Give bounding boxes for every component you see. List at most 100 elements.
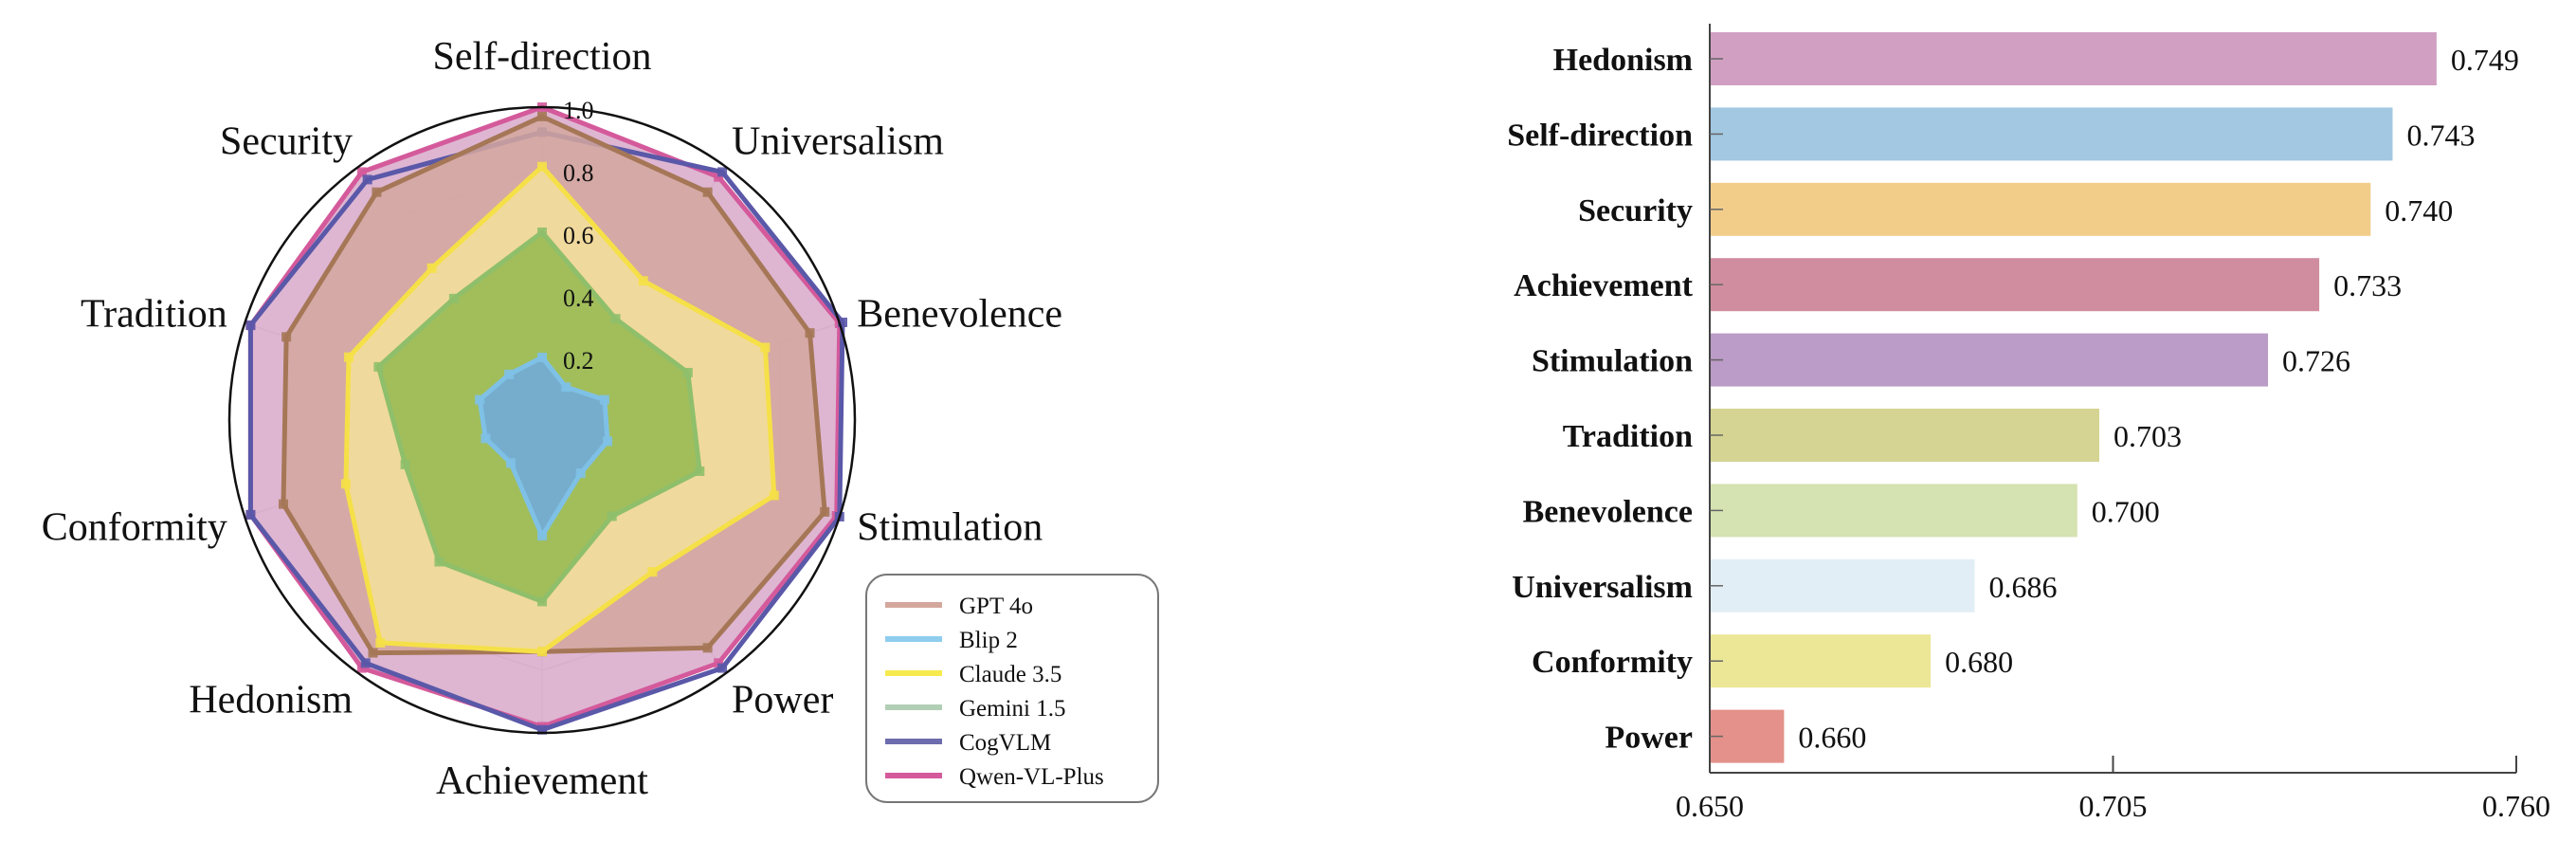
radar-marker-claude-3-5-security [426,263,437,273]
x-tick-label: 0.705 [2079,789,2148,823]
radar-marker-blip-2-tradition [475,394,485,405]
radar-marker-blip-2-security [504,369,515,379]
y-tick-label-benevolence: Benevolence [1523,494,1693,529]
radar-marker-claude-3-5-self-direction [537,161,547,172]
bar-security [1711,182,2371,236]
radar-marker-gpt-4o-conformity [279,499,288,509]
value-label-power: 0.660 [1798,721,1866,755]
radar-marker-gemini-1-5-self-direction [537,228,547,237]
radar-marker-blip-2-achievement [537,531,547,541]
radar-marker-blip-2-power [575,468,586,479]
radar-marker-blip-2-benevolence [599,394,609,405]
radar-marker-gpt-4o-tradition [281,332,292,342]
bar-hedonism [1711,32,2437,85]
radar-marker-blip-2-stimulation [603,436,612,447]
radar-marker-claude-3-5-conformity [340,479,351,489]
radar-marker-cogvlm-achievement [537,724,547,735]
legend-label-claude-3-5: Claude 3.5 [959,662,1061,687]
radar-marker-gemini-1-5-achievement [537,596,547,607]
radar-marker-gpt-4o-hedonism [368,648,378,658]
radar-marker-gpt-4o-universalism [702,187,713,197]
value-label-self-direction: 0.743 [2407,118,2476,152]
bar-stimulation [1711,333,2268,387]
radar-marker-gpt-4o-security [372,187,382,197]
radar-axis-label-achievement: Achievement [436,759,648,803]
value-label-security: 0.740 [2385,193,2453,228]
radar-marker-gpt-4o-benevolence [805,328,815,338]
y-tick-label-hedonism: Hedonism [1553,43,1693,78]
bar-conformity [1711,634,1932,688]
radar-marker-gemini-1-5-tradition [373,361,384,372]
radar-rtick-label: 0.4 [563,284,594,312]
y-tick-label-power: Power [1605,721,1693,756]
radar-axis-label-universalism: Universalism [732,120,944,164]
value-label-achievement: 0.733 [2333,268,2402,302]
bar-achievement [1711,258,2320,312]
legend-label-blip-2: Blip 2 [959,628,1018,653]
legend-label-gemini-1-5: Gemini 1.5 [959,696,1066,722]
radar-marker-claude-3-5-hedonism [375,637,386,648]
radar-marker-gpt-4o-power [702,643,713,653]
bar-self-direction [1711,107,2393,161]
legend-label-qwen-vl-plus: Qwen-VL-Plus [959,764,1104,790]
radar-marker-cogvlm-power [717,663,728,673]
radar-marker-blip-2-universalism [561,382,571,393]
bar-universalism [1711,558,1975,612]
radar-marker-cogvlm-universalism [717,167,728,177]
radar-marker-cogvlm-security [362,174,372,185]
radar-marker-qwen-vl-plus-power [714,658,724,668]
y-tick-label-achievement: Achievement [1514,268,1694,303]
radar-marker-claude-3-5-power [647,567,658,577]
radar-marker-cogvlm-conformity [245,509,256,520]
value-label-tradition: 0.703 [2113,419,2182,453]
radar-rtick-label: 0.8 [563,159,594,187]
legend-box [865,574,1159,803]
radar-axis-label-benevolence: Benevolence [857,293,1062,337]
value-label-stimulation: 0.726 [2282,344,2350,378]
radar-axis-label-self-direction: Self-direction [433,35,652,79]
radar-axis-label-hedonism: Hedonism [189,679,353,722]
radar-marker-gpt-4o-self-direction [537,111,547,121]
radar-marker-claude-3-5-stimulation [769,490,779,501]
radar-outer-circle [227,105,857,735]
radar-marker-qwen-vl-plus-universalism [714,172,724,182]
x-tick-label: 0.650 [1676,789,1744,823]
radar-marker-claude-3-5-universalism [638,276,648,286]
radar-rtick-label: 0.6 [563,222,594,249]
x-tick-label: 0.760 [2482,789,2550,823]
radar-marker-gemini-1-5-conformity [400,459,410,469]
y-tick-label-tradition: Tradition [1563,419,1693,454]
radar-axis-label-conformity: Conformity [42,506,227,550]
value-label-conformity: 0.680 [1945,645,2013,679]
value-label-hedonism: 0.749 [2451,43,2519,77]
radar-marker-claude-3-5-tradition [344,352,354,362]
radar-marker-blip-2-self-direction [537,353,547,362]
y-tick-label-self-direction: Self-direction [1507,118,1693,153]
radar-marker-gemini-1-5-benevolence [682,368,693,377]
legend-label-gpt-4o: GPT 4o [959,594,1033,619]
radar-marker-gpt-4o-stimulation [820,506,830,517]
radar-marker-cogvlm-hedonism [360,658,371,668]
radar-marker-gemini-1-5-hedonism [434,557,444,567]
radar-marker-qwen-vl-plus-hedonism [356,663,367,673]
radar-axis-label-power: Power [732,679,833,722]
bar-benevolence [1711,484,2077,538]
radar-axis-label-security: Security [220,120,353,164]
radar-marker-gemini-1-5-stimulation [695,466,705,476]
radar-marker-gemini-1-5-universalism [610,314,621,324]
radar-marker-claude-3-5-benevolence [760,342,771,353]
y-tick-label-conformity: Conformity [1532,645,1693,680]
legend-label-cogvlm: CogVLM [959,730,1051,756]
bar-chart: 0.650 0.705 0.760 Hedonism 0.749Self-directi… [1507,24,2550,823]
y-tick-label-universalism: Universalism [1512,570,1693,605]
radar-marker-gemini-1-5-security [448,293,459,303]
y-tick-label-stimulation: Stimulation [1532,344,1693,379]
radar-axis-label-stimulation: Stimulation [857,506,1043,550]
radar-marker-claude-3-5-achievement [537,647,547,657]
y-tick-label-security: Security [1578,193,1693,229]
value-label-benevolence: 0.700 [2092,494,2160,528]
radar-rtick-label: 1.0 [563,97,594,124]
value-label-universalism: 0.686 [1989,570,2058,604]
radar-marker-cogvlm-benevolence [838,318,847,327]
